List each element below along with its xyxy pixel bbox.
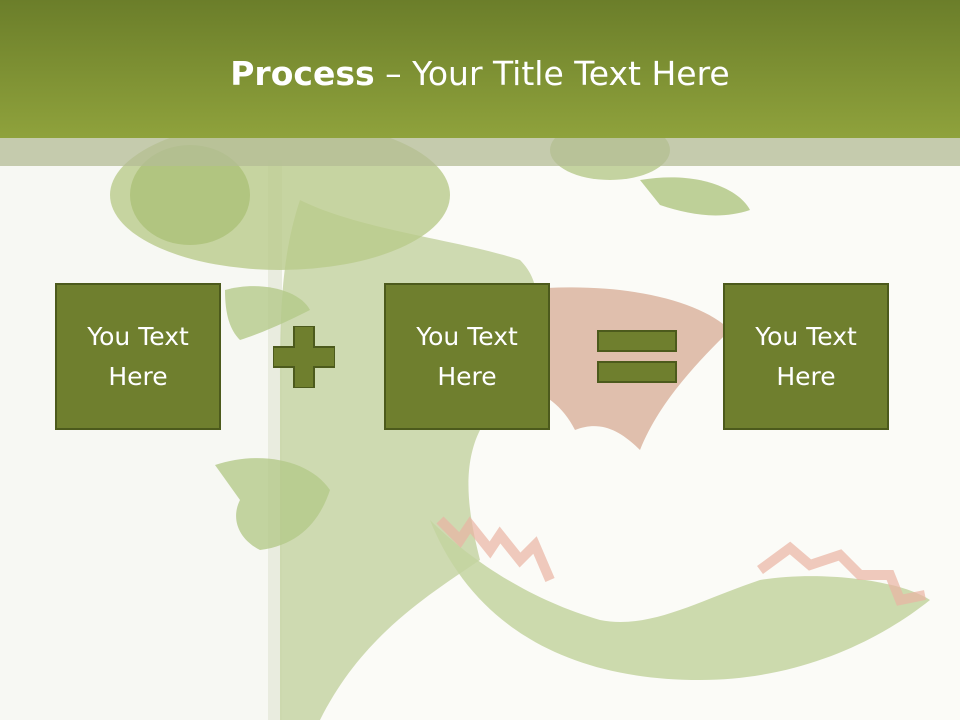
box-1-line-2: Here (108, 361, 168, 391)
title-banner (0, 0, 960, 138)
box-2-line-2: Here (437, 361, 497, 391)
slide-title: Process – Your Title Text Here (0, 52, 960, 96)
box-1-line-1: You Text (87, 321, 189, 351)
box-3-line-1: You Text (755, 321, 857, 351)
title-rest: – Your Title Text Here (374, 54, 730, 93)
title-underline-band (0, 138, 960, 166)
title-bold: Process (230, 54, 375, 93)
process-box-2[interactable]: You Text Here (384, 283, 550, 430)
process-box-3[interactable]: You Text Here (723, 283, 889, 430)
process-box-1[interactable]: You Text Here (55, 283, 221, 430)
plus-icon (273, 326, 335, 388)
equals-icon (597, 330, 677, 383)
box-3-line-2: Here (776, 361, 836, 391)
box-2-line-1: You Text (416, 321, 518, 351)
